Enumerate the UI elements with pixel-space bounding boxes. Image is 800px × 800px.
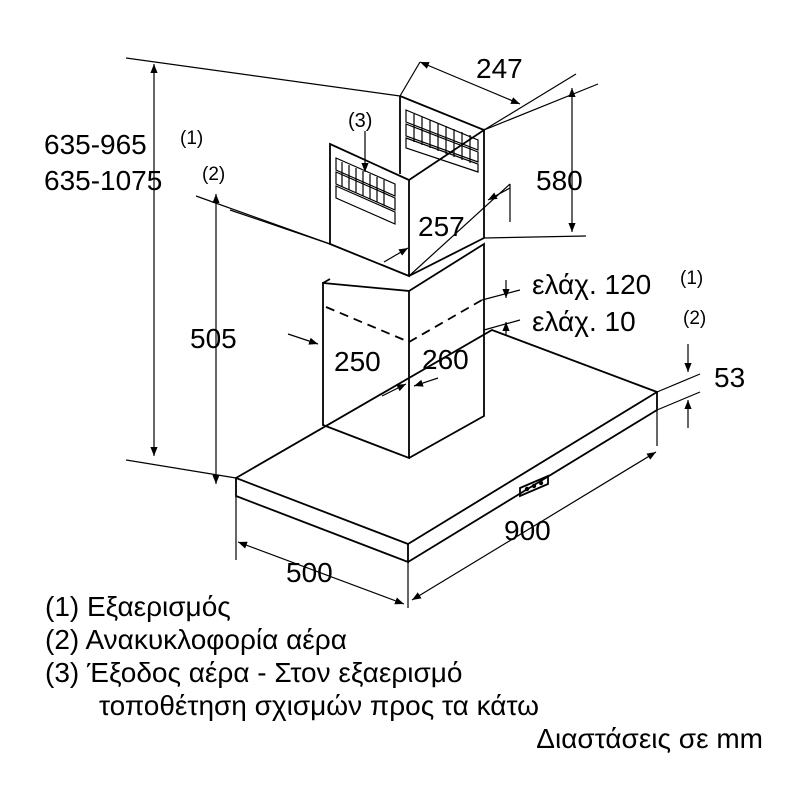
overlap-dashed-line [325, 299, 483, 344]
label-min-2: ελάχ. 10 [532, 306, 636, 337]
label-total-height-2: 635-1075 [44, 165, 162, 196]
legend-item-extraction: (1) Εξαερισμός [45, 591, 231, 622]
vent-slots-left [335, 157, 396, 225]
dim-chimney-width [399, 61, 577, 131]
label-depth: 500 [286, 557, 333, 588]
upper-chimney-side [408, 128, 485, 277]
legend-item-recirculation: (2) Ανακυκλοφορία αέρα [45, 624, 347, 655]
dim-min-overlap [481, 280, 521, 336]
legend-item-air-outlet-continued: τοποθέτηση σχισμών προς τα κάτω [99, 690, 540, 721]
label-total-height-1-ref: (1) [180, 128, 203, 149]
label-total-height-1: 635-965 [44, 129, 147, 160]
label-chimney-width: 247 [476, 53, 523, 84]
dim-depth [235, 496, 405, 605]
label-upper-height: 580 [536, 165, 583, 196]
label-canopy-thickness: 53 [714, 362, 745, 393]
label-min-1-ref: (1) [680, 268, 703, 289]
vent-slots-right [405, 109, 479, 173]
legend: (1) Εξαερισμός (2) Ανακυκλοφορία αέρα (3… [45, 590, 765, 755]
label-outlet-ref: (3) [348, 110, 372, 132]
label-min-2-ref: (2) [683, 308, 706, 329]
label-lower-height: 505 [190, 323, 237, 354]
label-min-1: ελάχ. 120 [532, 269, 651, 300]
dim-upper-height [483, 83, 599, 239]
label-total-height-2-ref: (2) [202, 164, 225, 185]
label-width: 900 [504, 515, 551, 546]
dim-canopy-thickness [656, 344, 701, 428]
dim-width [407, 410, 658, 608]
label-inner-width: 250 [334, 346, 381, 377]
units-note: Διαστάσεις σε mm [536, 723, 763, 754]
legend-item-air-outlet: (3) Έξοδος αέρα - Στον εξαερισμό [45, 657, 463, 688]
canopy-front-edge [235, 478, 409, 564]
label-chimney-depth: 257 [418, 211, 465, 242]
dim-inner-chimney [287, 333, 439, 400]
label-inner-depth: 260 [422, 344, 469, 375]
dim-lower-height [195, 194, 331, 484]
